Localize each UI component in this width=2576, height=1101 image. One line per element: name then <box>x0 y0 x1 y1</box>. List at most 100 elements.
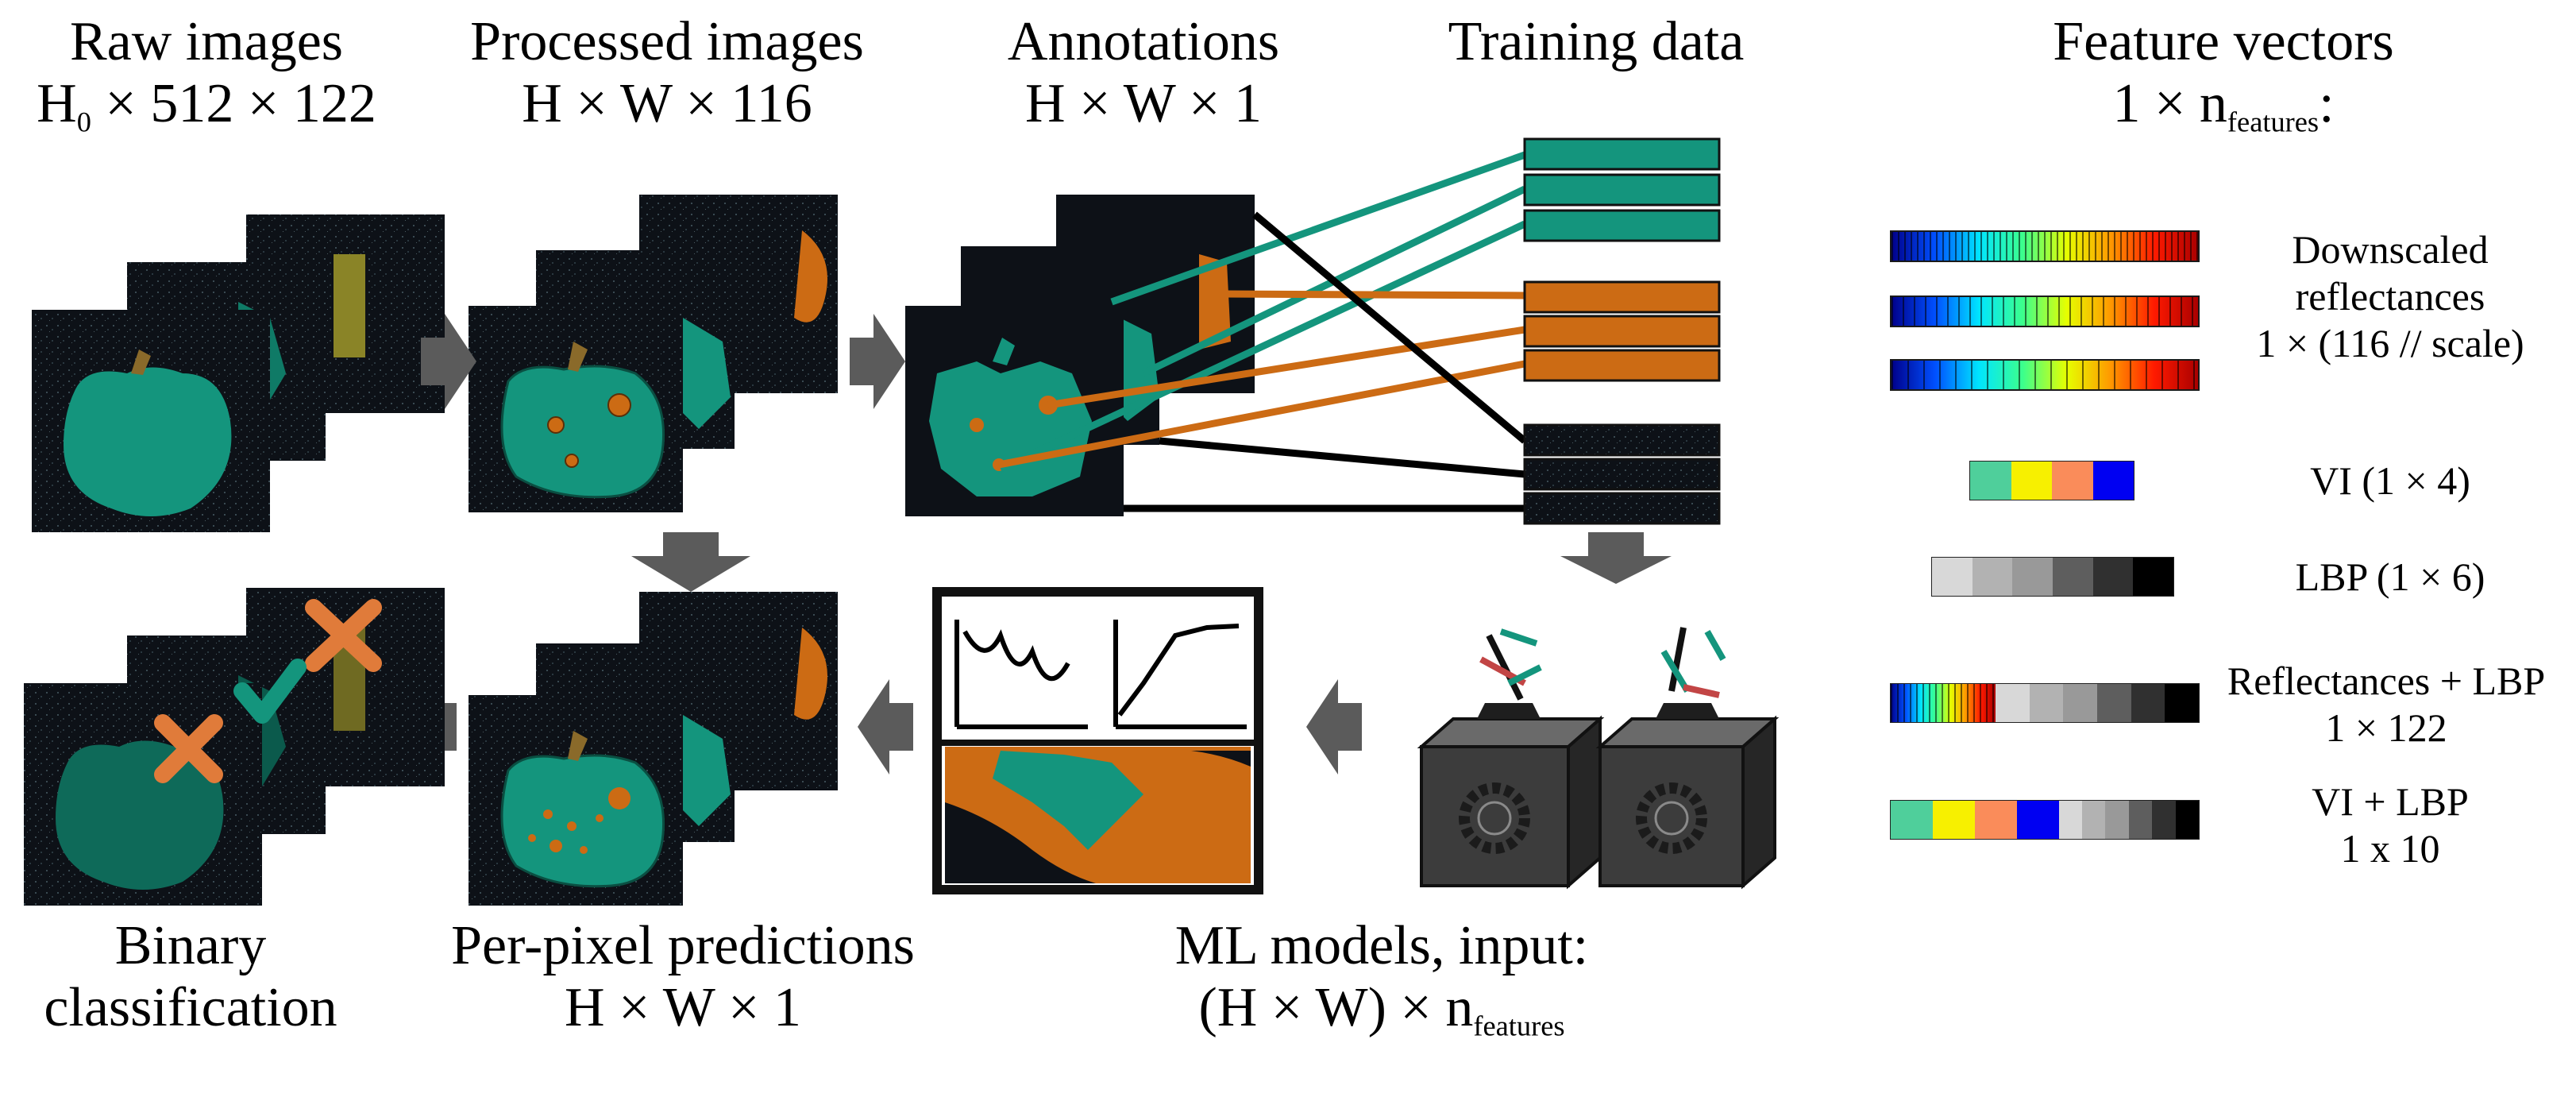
processed-spot-1 <box>607 393 631 417</box>
band-dark-2 <box>1523 458 1721 491</box>
connector-black-2 <box>1159 437 1525 478</box>
ml-models-label: ML models, input: (H × W) × nfeatures <box>1064 915 1699 1043</box>
per-pixel-predictions-title: Per-pixel predictions <box>451 915 915 976</box>
vi-label: VI (1 × 4) <box>2310 458 2470 503</box>
box-2-funnel <box>1656 703 1719 719</box>
raw-stem <box>131 350 151 375</box>
box-2-side <box>1741 715 1776 890</box>
downscaled-reflectance-bar-2 <box>1890 296 2200 327</box>
arrow-right-icon <box>850 314 905 409</box>
band-dark-1 <box>1523 423 1721 457</box>
connector-orange-1 <box>1222 290 1525 299</box>
prediction-spot <box>550 840 562 852</box>
processed-images-label: Processed images H × W × 116 <box>429 11 905 136</box>
connector-black-1 <box>1252 211 1527 444</box>
processed-apple <box>500 365 665 499</box>
line-plot-icon <box>1113 620 1247 729</box>
annotations-title: Annotations <box>1007 11 1280 72</box>
gear-center <box>1654 801 1689 836</box>
processed-middle-teal <box>683 318 731 429</box>
annotation-back-orange <box>1199 254 1231 350</box>
ml-models-dims: (H × W) × nfeatures <box>1198 977 1565 1043</box>
training-data-title: Training data <box>1448 11 1745 72</box>
reflectances-lbp-label: Reflectances + LBP 1 × 122 <box>2227 659 2546 750</box>
prediction-back-orange <box>794 628 827 720</box>
connector-teal-1 <box>1110 151 1526 306</box>
binary-classification-line2: classification <box>44 977 337 1039</box>
connector-orange-3 <box>998 360 1525 469</box>
feature-vectors-title: Feature vectors <box>2053 11 2394 72</box>
binary-classification-label: Binary classification <box>8 915 373 1040</box>
raw-images-dims: H0 × 512 × 122 <box>37 73 376 139</box>
arrow-left-icon <box>1306 679 1362 775</box>
binary-classification-line1: Binary <box>114 915 267 976</box>
raw-images-stack <box>32 214 445 532</box>
vi-lbp-bar <box>1890 800 2200 840</box>
line-plot-icon <box>954 620 1088 729</box>
annotations-label: Annotations H × W × 1 <box>937 11 1350 136</box>
ml-models-title: ML models, input: <box>1174 915 1589 976</box>
prediction-stem <box>568 731 588 761</box>
processed-spot-3 <box>565 454 579 468</box>
binary-classification-stack <box>24 588 445 906</box>
processed-images-stack <box>469 195 838 512</box>
band-orange-1 <box>1523 280 1721 314</box>
processed-back-orange <box>794 230 827 323</box>
raw-apple-shape <box>64 367 232 516</box>
gear-icon <box>1636 782 1707 854</box>
vi-lbp-label: VI + LBP 1 x 10 <box>2312 779 2469 871</box>
box-2-front <box>1598 745 1745 887</box>
reflectances-lbp-bar <box>1890 683 2200 723</box>
processed-spot-2 <box>547 416 565 434</box>
annotations-dims: H × W × 1 <box>1024 73 1263 135</box>
gear-center <box>1477 801 1512 836</box>
band-orange-2 <box>1523 315 1721 348</box>
black-box-model-icon <box>1417 627 1780 890</box>
lbp-label: LBP (1 × 6) <box>2295 554 2485 599</box>
annotation-connectors <box>998 151 1527 512</box>
annotation-apple <box>929 361 1092 496</box>
gear-icon <box>1459 782 1530 854</box>
per-pixel-predictions-stack <box>469 592 838 906</box>
training-data-bands <box>1523 137 1721 525</box>
lbp-vector-bar <box>1931 557 2174 597</box>
prediction-spot <box>543 809 553 819</box>
arrow-down-icon <box>1560 532 1672 584</box>
arrow-left-icon <box>858 679 913 775</box>
processed-images-title: Processed images <box>470 11 864 72</box>
downscaled-reflectances-label: Downscaled reflectances 1 × (116 // scal… <box>2256 227 2524 365</box>
annotations-stack <box>905 195 1255 516</box>
box-1-front <box>1420 745 1570 887</box>
binary-apple-shape <box>56 740 224 890</box>
band-teal-1 <box>1523 137 1721 171</box>
annotation-spot-2 <box>970 418 984 432</box>
prediction-apple <box>500 754 665 888</box>
prediction-spot <box>608 787 631 809</box>
box-1-funnel <box>1477 703 1541 719</box>
model-output-panel <box>932 587 1263 894</box>
prediction-map-dark-2 <box>1191 751 1251 767</box>
prediction-map-dark <box>945 802 1096 883</box>
olive-stripe <box>334 254 365 357</box>
annotation-stem <box>993 338 1015 365</box>
per-pixel-predictions-dims: H × W × 1 <box>564 977 802 1039</box>
arrow-right-icon <box>421 314 476 409</box>
prediction-map-teal <box>993 751 1143 850</box>
band-dark-3 <box>1523 492 1721 525</box>
band-teal-3 <box>1523 209 1721 242</box>
vi-vector-bar <box>1969 461 2134 500</box>
cross-icon <box>154 714 223 783</box>
cross-icon <box>305 599 382 672</box>
processed-images-dims: H × W × 116 <box>522 73 812 135</box>
band-orange-3 <box>1523 349 1721 382</box>
check-icon <box>233 659 307 724</box>
feature-vectors-label: Feature vectors 1 × nfeatures: <box>1938 11 2509 139</box>
prediction-spot <box>596 814 604 822</box>
raw-images-title: Raw images <box>69 11 344 72</box>
prediction-spot <box>567 821 577 831</box>
box-1-side <box>1567 715 1602 890</box>
processed-stem <box>568 342 588 372</box>
training-data-label: Training data <box>1382 11 1811 73</box>
downscaled-reflectance-bar-3 <box>1890 359 2200 391</box>
